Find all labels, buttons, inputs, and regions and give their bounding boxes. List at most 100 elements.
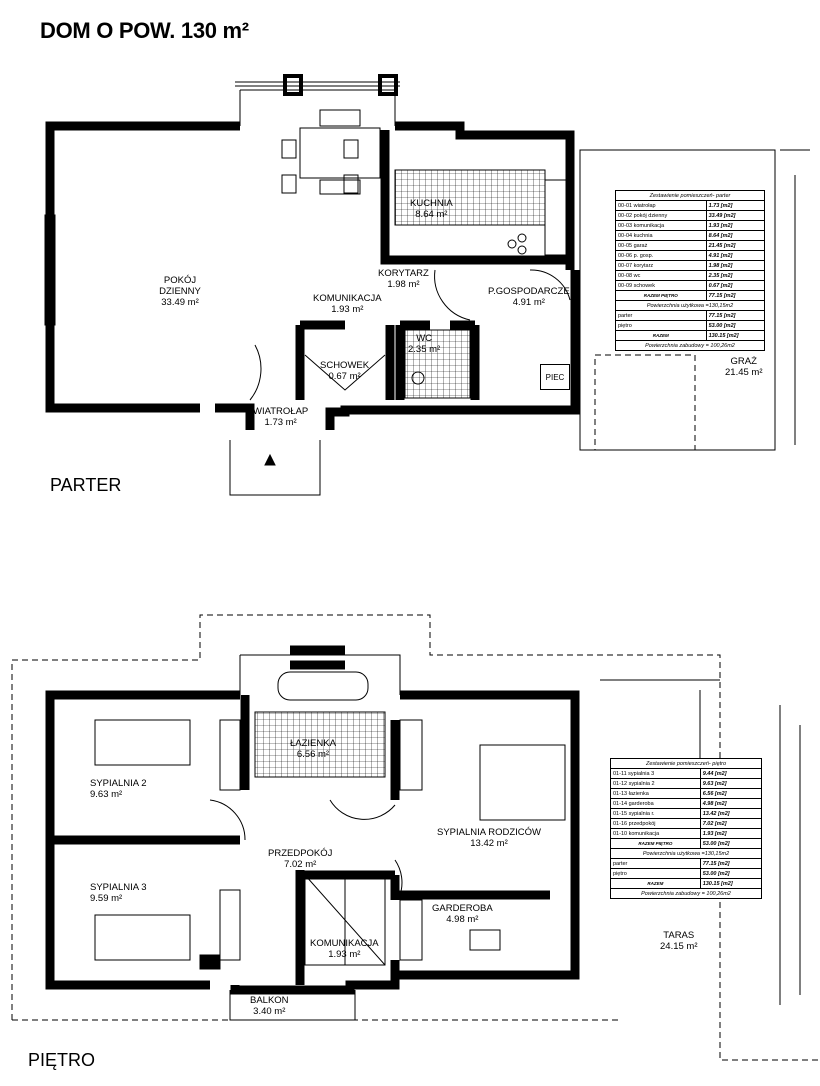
room-label-text: 1.93 m² [328, 949, 361, 960]
table-cell: 00-01 wiatrołap [615, 200, 707, 211]
table-cell: parter [615, 310, 707, 321]
table-cell: 77.15 [m2] [705, 290, 766, 301]
table-cell: Powierzchnia zabudowy = 100,26m2 [610, 888, 762, 899]
table-cell: 77.15 [m2] [699, 858, 763, 869]
room-label-text: 21.45 m² [725, 367, 763, 378]
table-cell: 130.15 [m2] [699, 878, 763, 889]
table-cell: 01-16 przedpokój [610, 818, 701, 829]
room-label-text: 6.56 m² [296, 749, 330, 760]
room-schedule-parter: Zestawienie pomieszczeń- parter 00-01 wi… [615, 190, 766, 351]
table-cell: Powierzchnia zabudowy = 100,26m2 [615, 340, 765, 351]
room-label-text: 4.91 m² [512, 297, 545, 308]
room-label-text: 2.35 m² [408, 344, 441, 355]
table-cell: 9.44 [m2] [699, 768, 763, 779]
table-cell: 00-06 p. gosp. [615, 250, 707, 261]
room-label-text: 4.98 m² [446, 914, 479, 925]
room-label-text: KOMUNIKACJA [313, 293, 382, 304]
table-cell: RAZEM PIĘTRO [610, 838, 701, 849]
table-cell: 7.02 [m2] [699, 818, 763, 829]
table-cell: RAZEM [610, 878, 701, 889]
pietro-walls [45, 645, 580, 995]
table-cell: 1.93 [m2] [705, 220, 766, 231]
table-cell: 130.15 [m2] [705, 330, 766, 341]
table-cell: 01-14 garderoba [610, 798, 701, 809]
table-cell: 9.63 [m2] [699, 778, 763, 789]
room-label-text: 1.73 m² [264, 417, 297, 428]
table-cell: 01-13 łazienka [610, 788, 701, 799]
room-label-text: 13.42 m² [470, 838, 508, 849]
table-cell: 00-03 komunikacja [615, 220, 707, 231]
room-label-text: 9.63 m² [90, 789, 123, 800]
table-cell: 21.45 [m2] [705, 240, 766, 251]
table-cell: parter [610, 858, 701, 869]
room-label-text: GRAŻ [730, 356, 757, 367]
table-cell: 1.93 [m2] [699, 828, 763, 839]
boiler-label: PIEC [540, 364, 570, 390]
table-cell: 8.64 [m2] [705, 230, 766, 241]
room-label-text: 24.15 m² [660, 941, 698, 952]
table-cell: 53.00 [m2] [699, 838, 763, 849]
table-cell: Zestawienie pomieszczeń- parter [615, 190, 765, 201]
table-cell: 01-15 sypialnia r. [610, 808, 701, 819]
table-cell: RAZEM [615, 330, 707, 341]
room-schedule-pietro: Zestawienie pomieszczeń- piętro 01-11 sy… [610, 758, 763, 899]
table-cell: 00-02 pokój dzienny [615, 210, 707, 221]
room-label-text: SYPIALNIA RODZICÓW [437, 827, 541, 838]
room-label-text: TARAS [663, 930, 695, 941]
table-cell: Powierzchnia użytkowa =130,15m2 [610, 848, 762, 859]
floor-label-pietro: PIĘTRO [28, 1050, 96, 1070]
room-label-text: 9.59 m² [90, 893, 123, 904]
room-label-text: P.GOSPODARCZE [488, 286, 570, 297]
table-cell: piętro [615, 320, 707, 331]
table-cell: 01-12 sypialnia 2 [610, 778, 701, 789]
table-cell: 53.00 [m2] [705, 320, 766, 331]
room-label-text: WIATROŁAP [253, 406, 309, 417]
room-label-text: SYPIALNIA 3 [90, 882, 147, 893]
table-cell: 13.42 [m2] [699, 808, 763, 819]
table-cell: 0.67 [m2] [705, 280, 766, 291]
parter-walls [45, 121, 580, 430]
room-label-text: 8.64 m² [415, 209, 448, 220]
room-label-text: BALKON [250, 995, 289, 1006]
room-label-text: ŁAZIENKA [290, 738, 336, 749]
room-pokoj-dzienny-name: POKÓJ DZIENNY [159, 275, 201, 297]
room-label-text: KORYTARZ [378, 268, 429, 279]
room-label-text: 1.93 m² [331, 304, 364, 315]
table-cell: 1.98 [m2] [705, 260, 766, 271]
table-cell: 33.49 [m2] [705, 210, 766, 221]
room-label-text: 3.40 m² [253, 1006, 286, 1017]
room-label-text: SYPIALNIA 2 [90, 778, 147, 789]
room-label-text: PRZEDPOKÓJ [268, 848, 333, 859]
table-cell: 01-10 komunikacja [610, 828, 701, 839]
table-cell: 2.35 [m2] [705, 270, 766, 281]
table-cell: 4.98 [m2] [699, 798, 763, 809]
table-cell: 4.91 [m2] [705, 250, 766, 261]
table-cell: Powierzchnia użytkowa =130,15m2 [615, 300, 765, 311]
room-label-text: 0.67 m² [328, 371, 361, 382]
table-cell: 00-05 garaż [615, 240, 707, 251]
table-cell: Zestawienie pomieszczeń- piętro [610, 758, 762, 769]
table-cell: 00-04 kuchnia [615, 230, 707, 241]
room-label-text: KOMUNIKACJA [310, 938, 379, 949]
table-cell: 1.73 [m2] [705, 200, 766, 211]
room-label-text: 1.98 m² [387, 279, 420, 290]
sheet-title: DOM O POW. 130 m² [40, 18, 249, 43]
table-cell: 00-09 schowek [615, 280, 707, 291]
room-label-text: SCHOWEK [320, 360, 370, 371]
